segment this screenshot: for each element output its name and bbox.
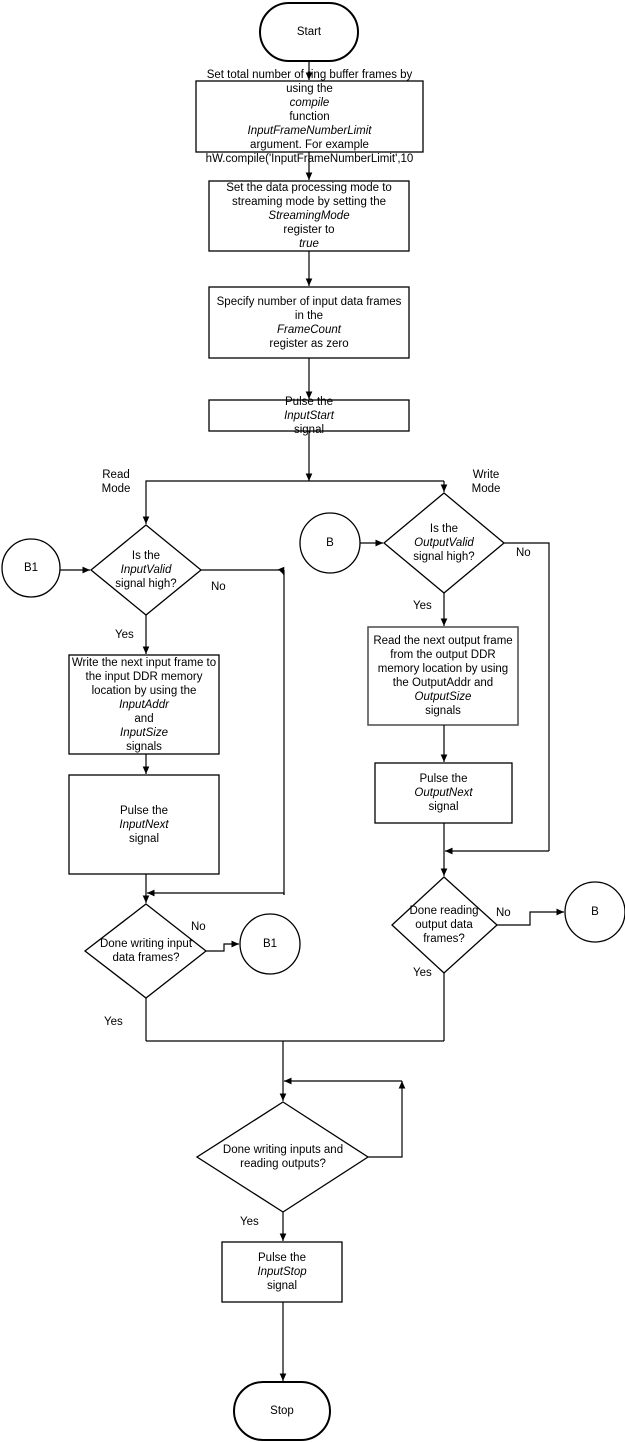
done-both-decision: Done writing inputs and reading outputs? bbox=[222, 1144, 344, 1170]
write-input-frame-box: Write the next input frame to the input … bbox=[71, 656, 217, 753]
edge-done-reading-no bbox=[497, 908, 564, 926]
edge-done-both-loop bbox=[368, 1081, 406, 1158]
done-reading-no-label: No bbox=[496, 907, 511, 919]
set-mode-box: Set the data processing mode to streamin… bbox=[226, 182, 392, 250]
output-valid-yes-label: Yes bbox=[413, 600, 432, 612]
pulse-input-next-box: Pulse the InputNext signal bbox=[119, 804, 169, 845]
set-frames-box: Set total number of ring buffer frames b… bbox=[205, 68, 414, 165]
read-output-frame-box-shape bbox=[367, 626, 519, 726]
done-writing-input-decision: Done writing input data frames? bbox=[99, 938, 193, 964]
input-valid-no-label: No bbox=[211, 581, 226, 593]
b-right-connector: B bbox=[591, 906, 599, 918]
frame-count-box: Specify number of input data frames in t… bbox=[216, 295, 402, 350]
b1-left-connector: B1 bbox=[23, 562, 39, 574]
edge-branch-to-read bbox=[142, 480, 444, 524]
done-both-yes-label: Yes bbox=[240, 1216, 259, 1228]
b1-right-connector-shape bbox=[239, 913, 301, 975]
input-valid-decision: Is the InputValid signal high? bbox=[115, 550, 177, 590]
b1-right-connector: B1 bbox=[262, 938, 278, 950]
edge-input-valid-no bbox=[201, 566, 285, 576]
pulse-output-next-box-shape bbox=[374, 762, 513, 824]
pulse-input-start-box: Pulse the InputStart signal bbox=[284, 395, 334, 436]
edge-output-valid-no bbox=[504, 542, 550, 851]
stop-terminator: Stop bbox=[270, 1405, 294, 1417]
read-mode-label: Read Mode bbox=[101, 469, 131, 495]
set-mode-box-shape bbox=[208, 180, 410, 252]
done-reading-output-decision: Done reading output data frames? bbox=[409, 905, 479, 945]
output-valid-no-label: No bbox=[516, 547, 531, 559]
write-input-frame-box-shape bbox=[68, 654, 220, 755]
b1-left-connector-shape bbox=[1, 538, 61, 598]
write-mode-label: Write Mode bbox=[471, 469, 501, 495]
start-terminator: Start bbox=[296, 26, 322, 38]
done-writing-yes-label: Yes bbox=[104, 1016, 123, 1028]
stop-terminator-shape bbox=[233, 1381, 331, 1441]
pulse-input-stop-box-shape bbox=[221, 1241, 343, 1303]
edge-no-to-merge bbox=[147, 889, 285, 897]
output-valid-decision: Is the OutputValid signal high? bbox=[413, 523, 475, 563]
pulse-output-next-box: Pulse the OutputNext signal bbox=[414, 773, 473, 813]
read-output-frame-box: Read the next output frame from the outp… bbox=[373, 635, 513, 717]
pulse-input-next-box-shape bbox=[68, 774, 220, 875]
b-right-connector-shape bbox=[564, 881, 625, 943]
pulse-input-stop-box: Pulse the InputStop signal bbox=[257, 1252, 307, 1292]
b-left-connector: B bbox=[326, 537, 334, 549]
done-reading-yes-label: Yes bbox=[413, 967, 432, 979]
input-valid-yes-label: Yes bbox=[115, 629, 134, 641]
frame-count-box-shape bbox=[208, 286, 410, 359]
done-writing-no-label: No bbox=[191, 921, 206, 933]
edge-done-writing-no bbox=[206, 940, 239, 952]
